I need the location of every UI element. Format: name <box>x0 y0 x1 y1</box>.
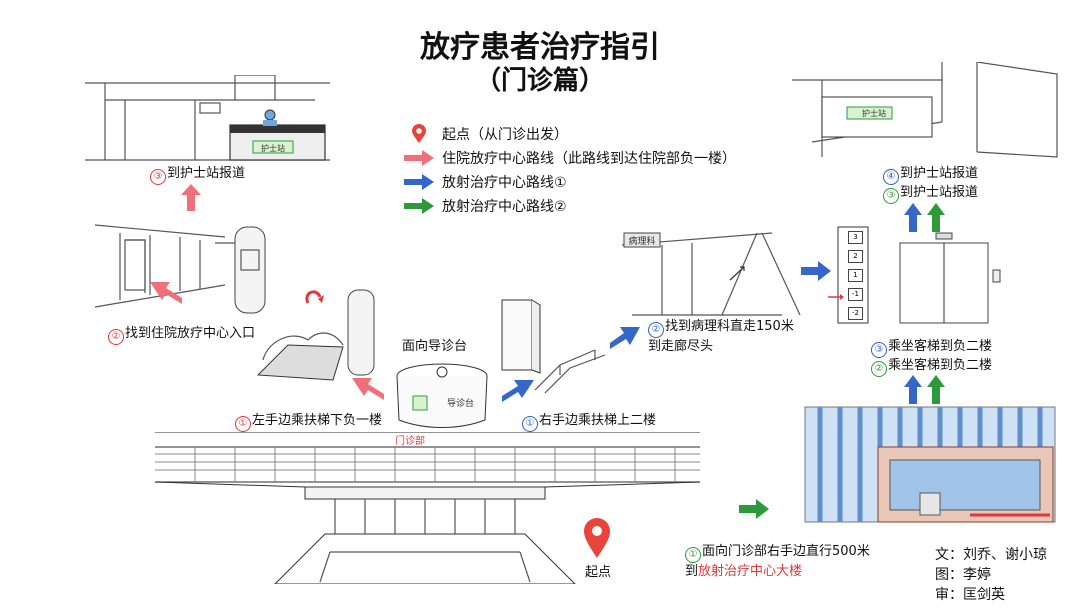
red-arrow-diagonal-icon <box>150 282 182 304</box>
credits: 文：刘乔、谢小琼 图：李婷 审：匡剑英 <box>935 545 1047 605</box>
caption-text: 面向门诊部右手边直行500米 <box>702 544 870 559</box>
step-number: ② <box>108 329 124 345</box>
outpatient-building-sketch: 门诊部 <box>155 432 700 584</box>
elevator-button: 3 <box>848 231 863 244</box>
caption-text: 找到住院放疗中心入口 <box>125 326 256 341</box>
step-number: ④ <box>883 169 899 185</box>
nurse-desk-left-label: 护士站 <box>261 143 285 153</box>
elevator-button: -1 <box>848 288 863 301</box>
step-number: ② <box>871 361 887 377</box>
red-arrow-left-icon <box>352 378 384 400</box>
caption-text-2: 到走廊尽头 <box>648 339 714 354</box>
credit-image: 图：李婷 <box>935 567 991 583</box>
start-location-pin-icon <box>584 518 610 558</box>
start-label: 起点 <box>585 565 612 580</box>
caption-text: 乘坐客梯到负二楼 <box>888 339 993 354</box>
elevator-sketch <box>828 226 1001 324</box>
nurse-station-sketch-right: 护士站 <box>792 62 1058 158</box>
caption-text: 左手边乘扶梯下负一楼 <box>252 413 383 428</box>
nurse-station-sketch-left: 护士站 <box>85 75 330 161</box>
page-title: 放疗患者治疗指引 <box>420 30 660 65</box>
red-arrow-icon <box>404 150 434 166</box>
blue-arrow-right-icon <box>502 380 534 402</box>
elevator-button: -2 <box>848 307 863 320</box>
inpatient-entrance-sketch <box>95 224 266 314</box>
legend-start: 起点（从门诊出发） <box>402 122 736 146</box>
step-number: ① <box>522 416 538 432</box>
elevator-button-panel: 3 2 1 -1 -2 <box>848 231 864 326</box>
caption-text-2: 到 <box>685 564 699 579</box>
legend-blue-label: 放射治疗中心路线① <box>442 175 567 191</box>
pathology-corridor-sketch: 病理科 <box>622 232 801 316</box>
legend-green: 放射治疗中心路线② <box>402 194 736 218</box>
green-arrow-right-icon <box>739 499 769 519</box>
step-number: ① <box>685 547 701 563</box>
legend-blue: 放射治疗中心路线① <box>402 170 736 194</box>
escalator-up-sketch <box>501 299 606 394</box>
radiotherapy-building-sketch <box>804 406 1056 523</box>
caption-text: 乘坐客梯到负二楼 <box>888 358 993 373</box>
elevator-buttons: 3 2 1 -1 -2 <box>848 231 864 320</box>
elevator-button: 2 <box>848 250 863 263</box>
blue-arrow-diagonal-icon <box>610 327 640 349</box>
caption-text: 找到病理科直走150米 <box>665 319 794 334</box>
outpatient-sign-label: 门诊部 <box>395 434 425 447</box>
nurse-desk-right-label: 护士站 <box>862 108 886 118</box>
caption-highlight: 放射治疗中心大楼 <box>698 564 803 579</box>
step-number: ③ <box>883 188 899 204</box>
step-number: ② <box>648 322 664 338</box>
caption-text: 到护士站报道 <box>900 166 979 181</box>
credit-text: 文：刘乔、谢小琼 <box>935 547 1047 563</box>
reception-desk-sketch: 导诊台 <box>396 363 488 428</box>
legend-red-label: 住院放疗中心路线（此路线到达住院部负一楼） <box>442 151 736 167</box>
red-arrow-up-icon <box>181 184 201 211</box>
blue-green-up-arrows-2-icon <box>904 375 945 404</box>
blue-arrow-icon <box>404 174 434 190</box>
credit-review: 审：匡剑英 <box>935 587 1005 603</box>
reception-label: 导诊台 <box>447 397 474 409</box>
caption-text: 右手边乘扶梯上二楼 <box>539 413 657 428</box>
legend-green-label: 放射治疗中心路线② <box>442 199 567 215</box>
caption-text: 到护士站报道 <box>900 185 979 200</box>
step-number: ① <box>235 416 251 432</box>
step-number: ③ <box>150 169 166 185</box>
legend-red: 住院放疗中心路线（此路线到达住院部负一楼） <box>402 146 736 170</box>
green-arrow-icon <box>404 198 434 214</box>
caption-guide-desk: 面向导诊台 <box>402 339 468 354</box>
escalator-down-sketch <box>256 289 375 381</box>
elevator-button: 1 <box>848 269 863 282</box>
pathology-sign-label: 病理科 <box>628 235 655 247</box>
blue-green-up-arrows-icon <box>904 203 945 232</box>
page-subtitle: （门诊篇） <box>474 66 605 96</box>
location-pin-icon <box>412 124 426 143</box>
legend-start-label: 起点（从门诊出发） <box>442 127 568 143</box>
step-number: ③ <box>871 342 887 358</box>
blue-arrow-right-2-icon <box>801 261 831 281</box>
legend: 起点（从门诊出发） 住院放疗中心路线（此路线到达住院部负一楼） 放射治疗中心路线… <box>402 122 736 218</box>
caption-text: 到护士站报道 <box>167 166 246 181</box>
